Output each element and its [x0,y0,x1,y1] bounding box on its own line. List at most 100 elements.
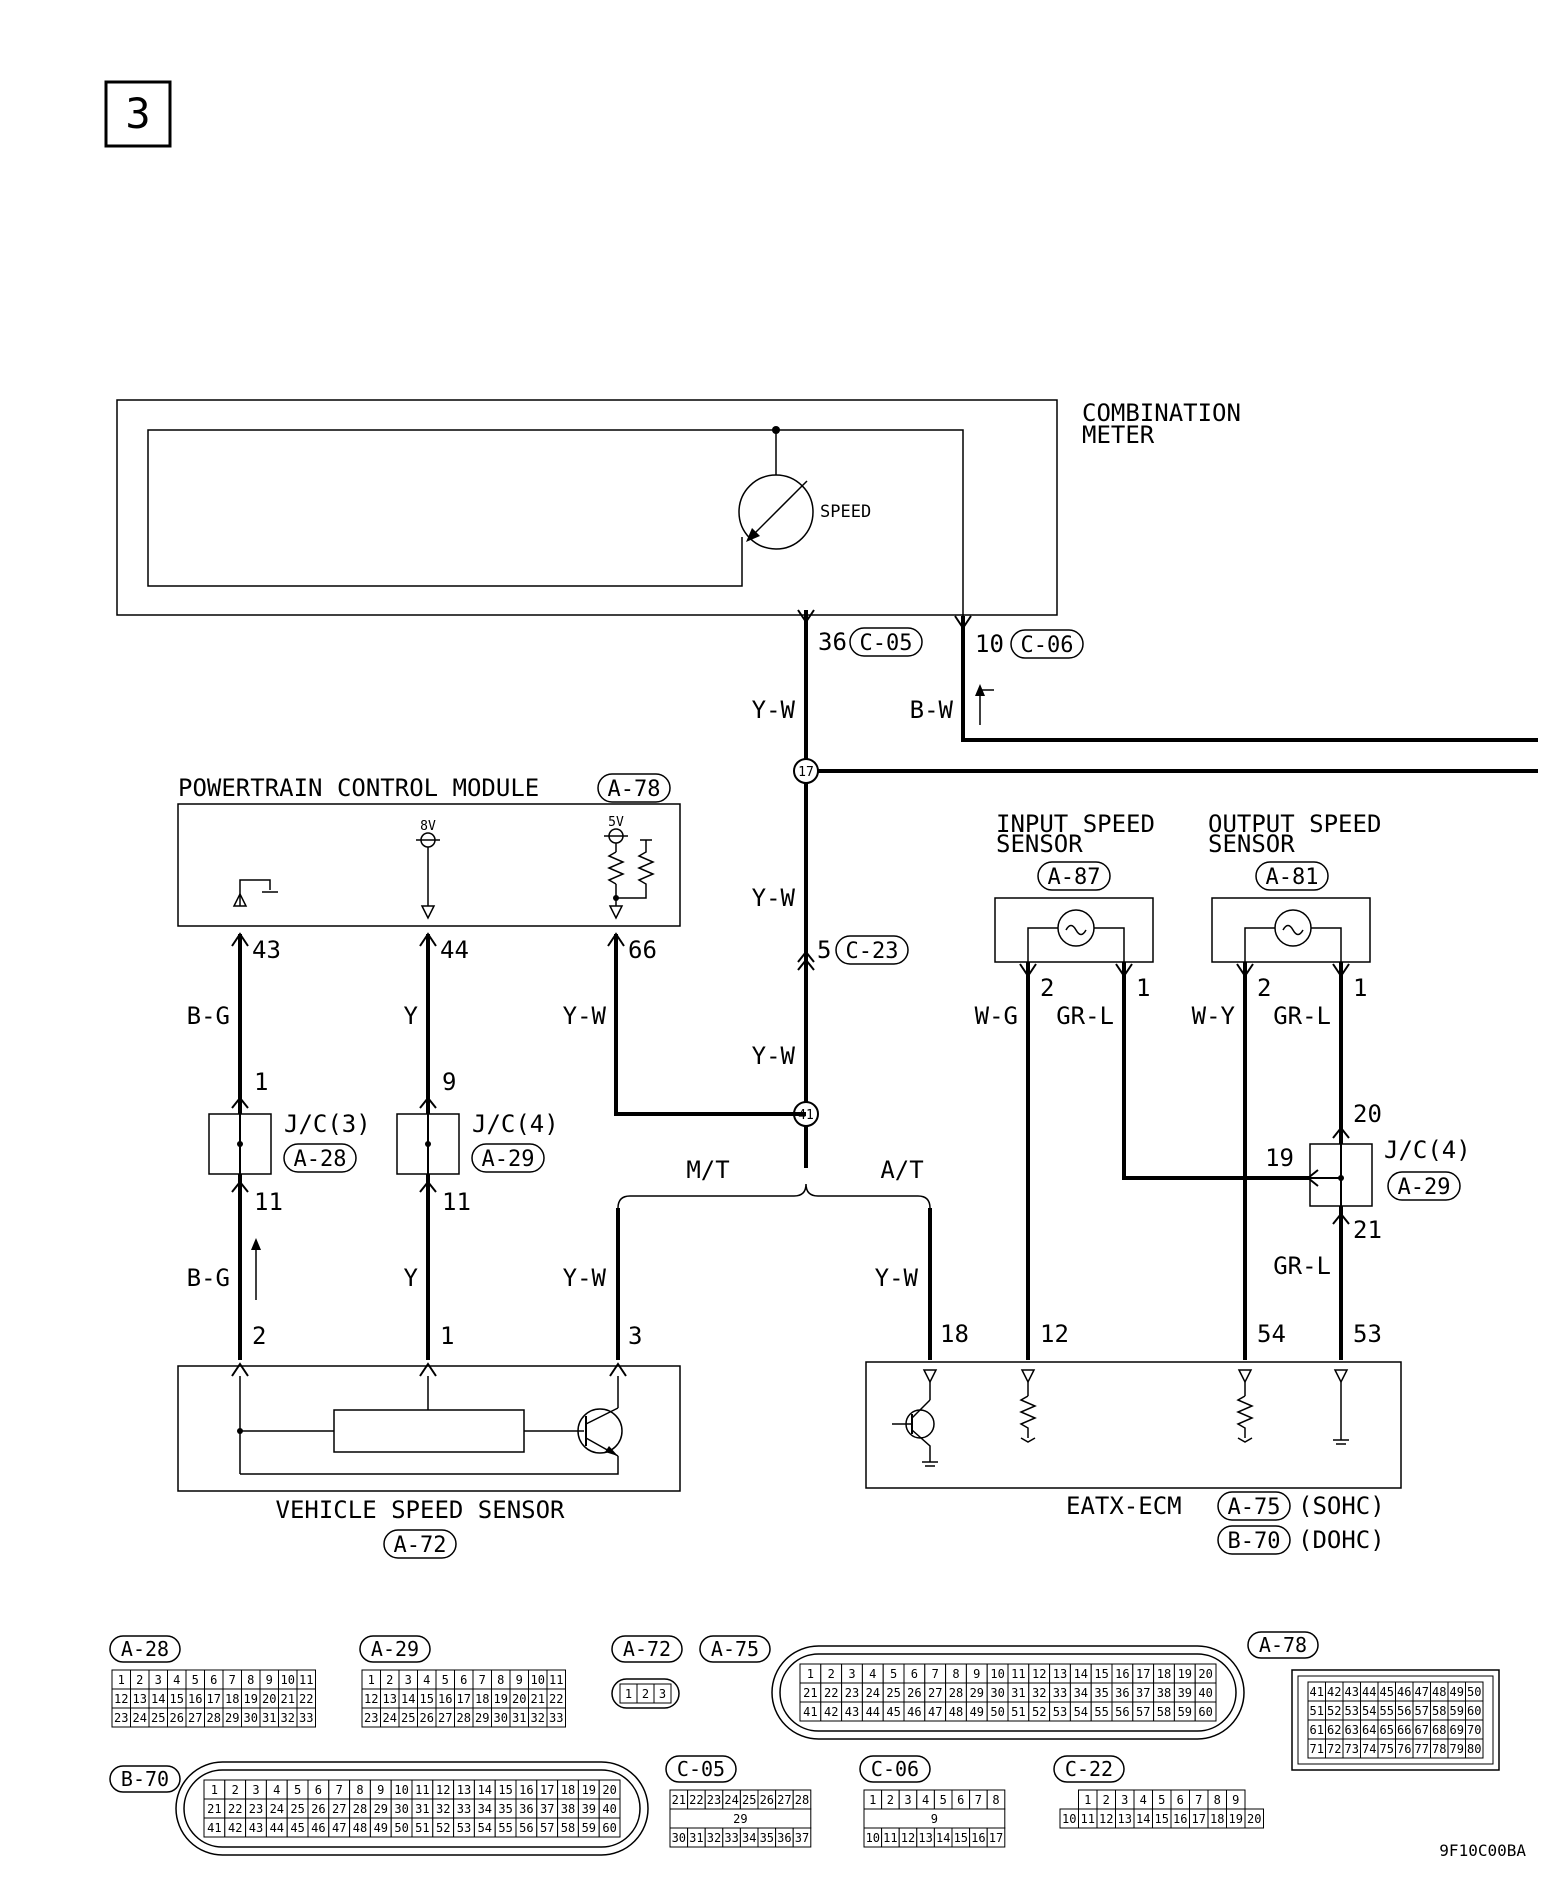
connector-pin-number: 50 [1467,1685,1481,1699]
connector-pin-number: 30 [494,1711,508,1725]
connector-pin-number: 40 [1198,1686,1212,1700]
connector-pin-number: 8 [952,1667,959,1681]
connector-pin-number: 46 [311,1821,325,1835]
pin-36-label: 36 [818,628,847,656]
output-speed-sensor [1211,897,1371,963]
connector-pin-number: 48 [1432,1685,1446,1699]
connector-pin-number: 11 [1011,1667,1025,1681]
connector-pin-number: 3 [155,1673,162,1687]
connector-pin-number: 17 [540,1783,554,1797]
connector-pin-number: 5 [890,1667,897,1681]
eatx-pin-18: 18 [940,1320,969,1348]
connector-pin-number: 10 [990,1667,1004,1681]
connector-pin-number: 33 [457,1802,471,1816]
connector-pin-number: 32 [1032,1686,1046,1700]
connector-pin-number: 28 [457,1711,471,1725]
connector-pin-number: 25 [151,1711,165,1725]
connector-pin-number: 10 [531,1673,545,1687]
connector-pin-number: 57 [540,1821,554,1835]
connector-pin-number: 76 [1397,1742,1411,1756]
connector-pin-number: 4 [1140,1793,1147,1807]
eatx-note-sohc: (SOHC) [1298,1492,1385,1520]
connector-pin-number: 44 [270,1821,284,1835]
meter-pin10-wire [954,615,1538,742]
connector-ref-c06: C-06 [1021,633,1074,658]
connector-pin-number: 38 [561,1802,575,1816]
combination-meter: SPEED COMBINATION METER [116,399,1241,620]
connector-pin-number: 16 [519,1783,533,1797]
connector-pin-number: 12 [114,1692,128,1706]
wire-color-iss-1: GR-L [1056,1002,1114,1030]
connector-pin-number: 34 [478,1802,492,1816]
connector-pin-number: 30 [672,1831,686,1845]
connector-pin-number: 58 [1432,1704,1446,1718]
connector-pin-number: 74 [1362,1742,1376,1756]
connector-pin-number: 15 [420,1692,434,1706]
connector-pin-number: 8 [1214,1793,1221,1807]
connector-ref-a29-right: A-29 [1398,1175,1451,1200]
connector-pin-number: 33 [299,1711,313,1725]
connector-pin-number: 2 [1103,1793,1110,1807]
connector-pin-number: 10 [866,1831,880,1845]
connector-pin-number: 41 [803,1705,817,1719]
connector-pin-number: 35 [1094,1686,1108,1700]
connector-pin-number: 52 [1032,1705,1046,1719]
connector-pin-number: 29 [475,1711,489,1725]
connector-pin-number: 1 [625,1687,632,1701]
connector-pin-number: 11 [299,1673,313,1687]
connector-pin-number: 29 [733,1812,747,1826]
connector-pin-number: 13 [383,1692,397,1706]
connector-pin-number: 13 [457,1783,471,1797]
connector-pin-number: 35 [760,1831,774,1845]
connector-pin-number: 21 [281,1692,295,1706]
connector-pin-number: 7 [336,1783,343,1797]
connector-ref-c05: C-05 [860,631,913,656]
connector-pin-number: 8 [356,1783,363,1797]
oss-title-line1: OUTPUT SPEED [1208,810,1381,838]
connector-pin-number: 36 [1115,1686,1129,1700]
jc4-right-pin-in: 20 [1353,1100,1382,1128]
connector-pin-number: 37 [1136,1686,1150,1700]
connector-face-label-b-70: B-70 [121,1767,169,1791]
connector-pin-number: 36 [777,1831,791,1845]
pcm-pin-43: 43 [252,936,281,964]
jc4-left-pin-out: 11 [442,1188,471,1216]
connector-pin-number: 3 [848,1667,855,1681]
vss-title: VEHICLE SPEED SENSOR [276,1496,566,1524]
connector-pin-number: 5 [940,1793,947,1807]
connector-pin-number: 55 [498,1821,512,1835]
connector-pin-number: 9 [377,1783,384,1797]
connector-pin-number: 28 [949,1686,963,1700]
wire-color-pcm-43: B-G [187,1002,230,1030]
jc4-right-pin-side: 19 [1265,1144,1294,1172]
connector-pin-number: 39 [582,1802,596,1816]
connector-pin-number: 30 [990,1686,1004,1700]
wire-color-meter-pin10: B-W [910,696,954,724]
jc4-right-pin-out: 21 [1353,1216,1382,1244]
connector-pin-number: 50 [394,1821,408,1835]
connector-pin-number: 27 [188,1711,202,1725]
connector-pin-number: 17 [989,1831,1003,1845]
connector-pin-number: 54 [478,1821,492,1835]
pin-5-label: 5 [817,936,831,964]
connector-pin-number: 60 [1467,1704,1481,1718]
connector-pin-number: 40 [602,1802,616,1816]
connector-pin-number: 45 [290,1821,304,1835]
connector-pin-number: 22 [228,1802,242,1816]
connector-pin-number: 52 [436,1821,450,1835]
connector-pin-number: 6 [911,1667,918,1681]
jc4-left-pin-in: 9 [442,1068,456,1096]
connector-pin-number: 6 [210,1673,217,1687]
supply-8v-label: 8V [420,819,436,834]
connector-pin-number: 49 [374,1821,388,1835]
connector-pin-number: 12 [364,1692,378,1706]
wire-color-oss-jc-out: GR-L [1273,1252,1331,1280]
connector-pin-number: 5 [294,1783,301,1797]
connector-pin-number: 47 [332,1821,346,1835]
connector-pin-number: 55 [1094,1705,1108,1719]
wire-color-vss-2: B-G [187,1264,230,1292]
connector-pin-number: 23 [114,1711,128,1725]
connector-pin-number: 6 [315,1783,322,1797]
connector-ref-a75: A-75 [1228,1495,1281,1520]
connector-pin-number: 9 [1232,1793,1239,1807]
